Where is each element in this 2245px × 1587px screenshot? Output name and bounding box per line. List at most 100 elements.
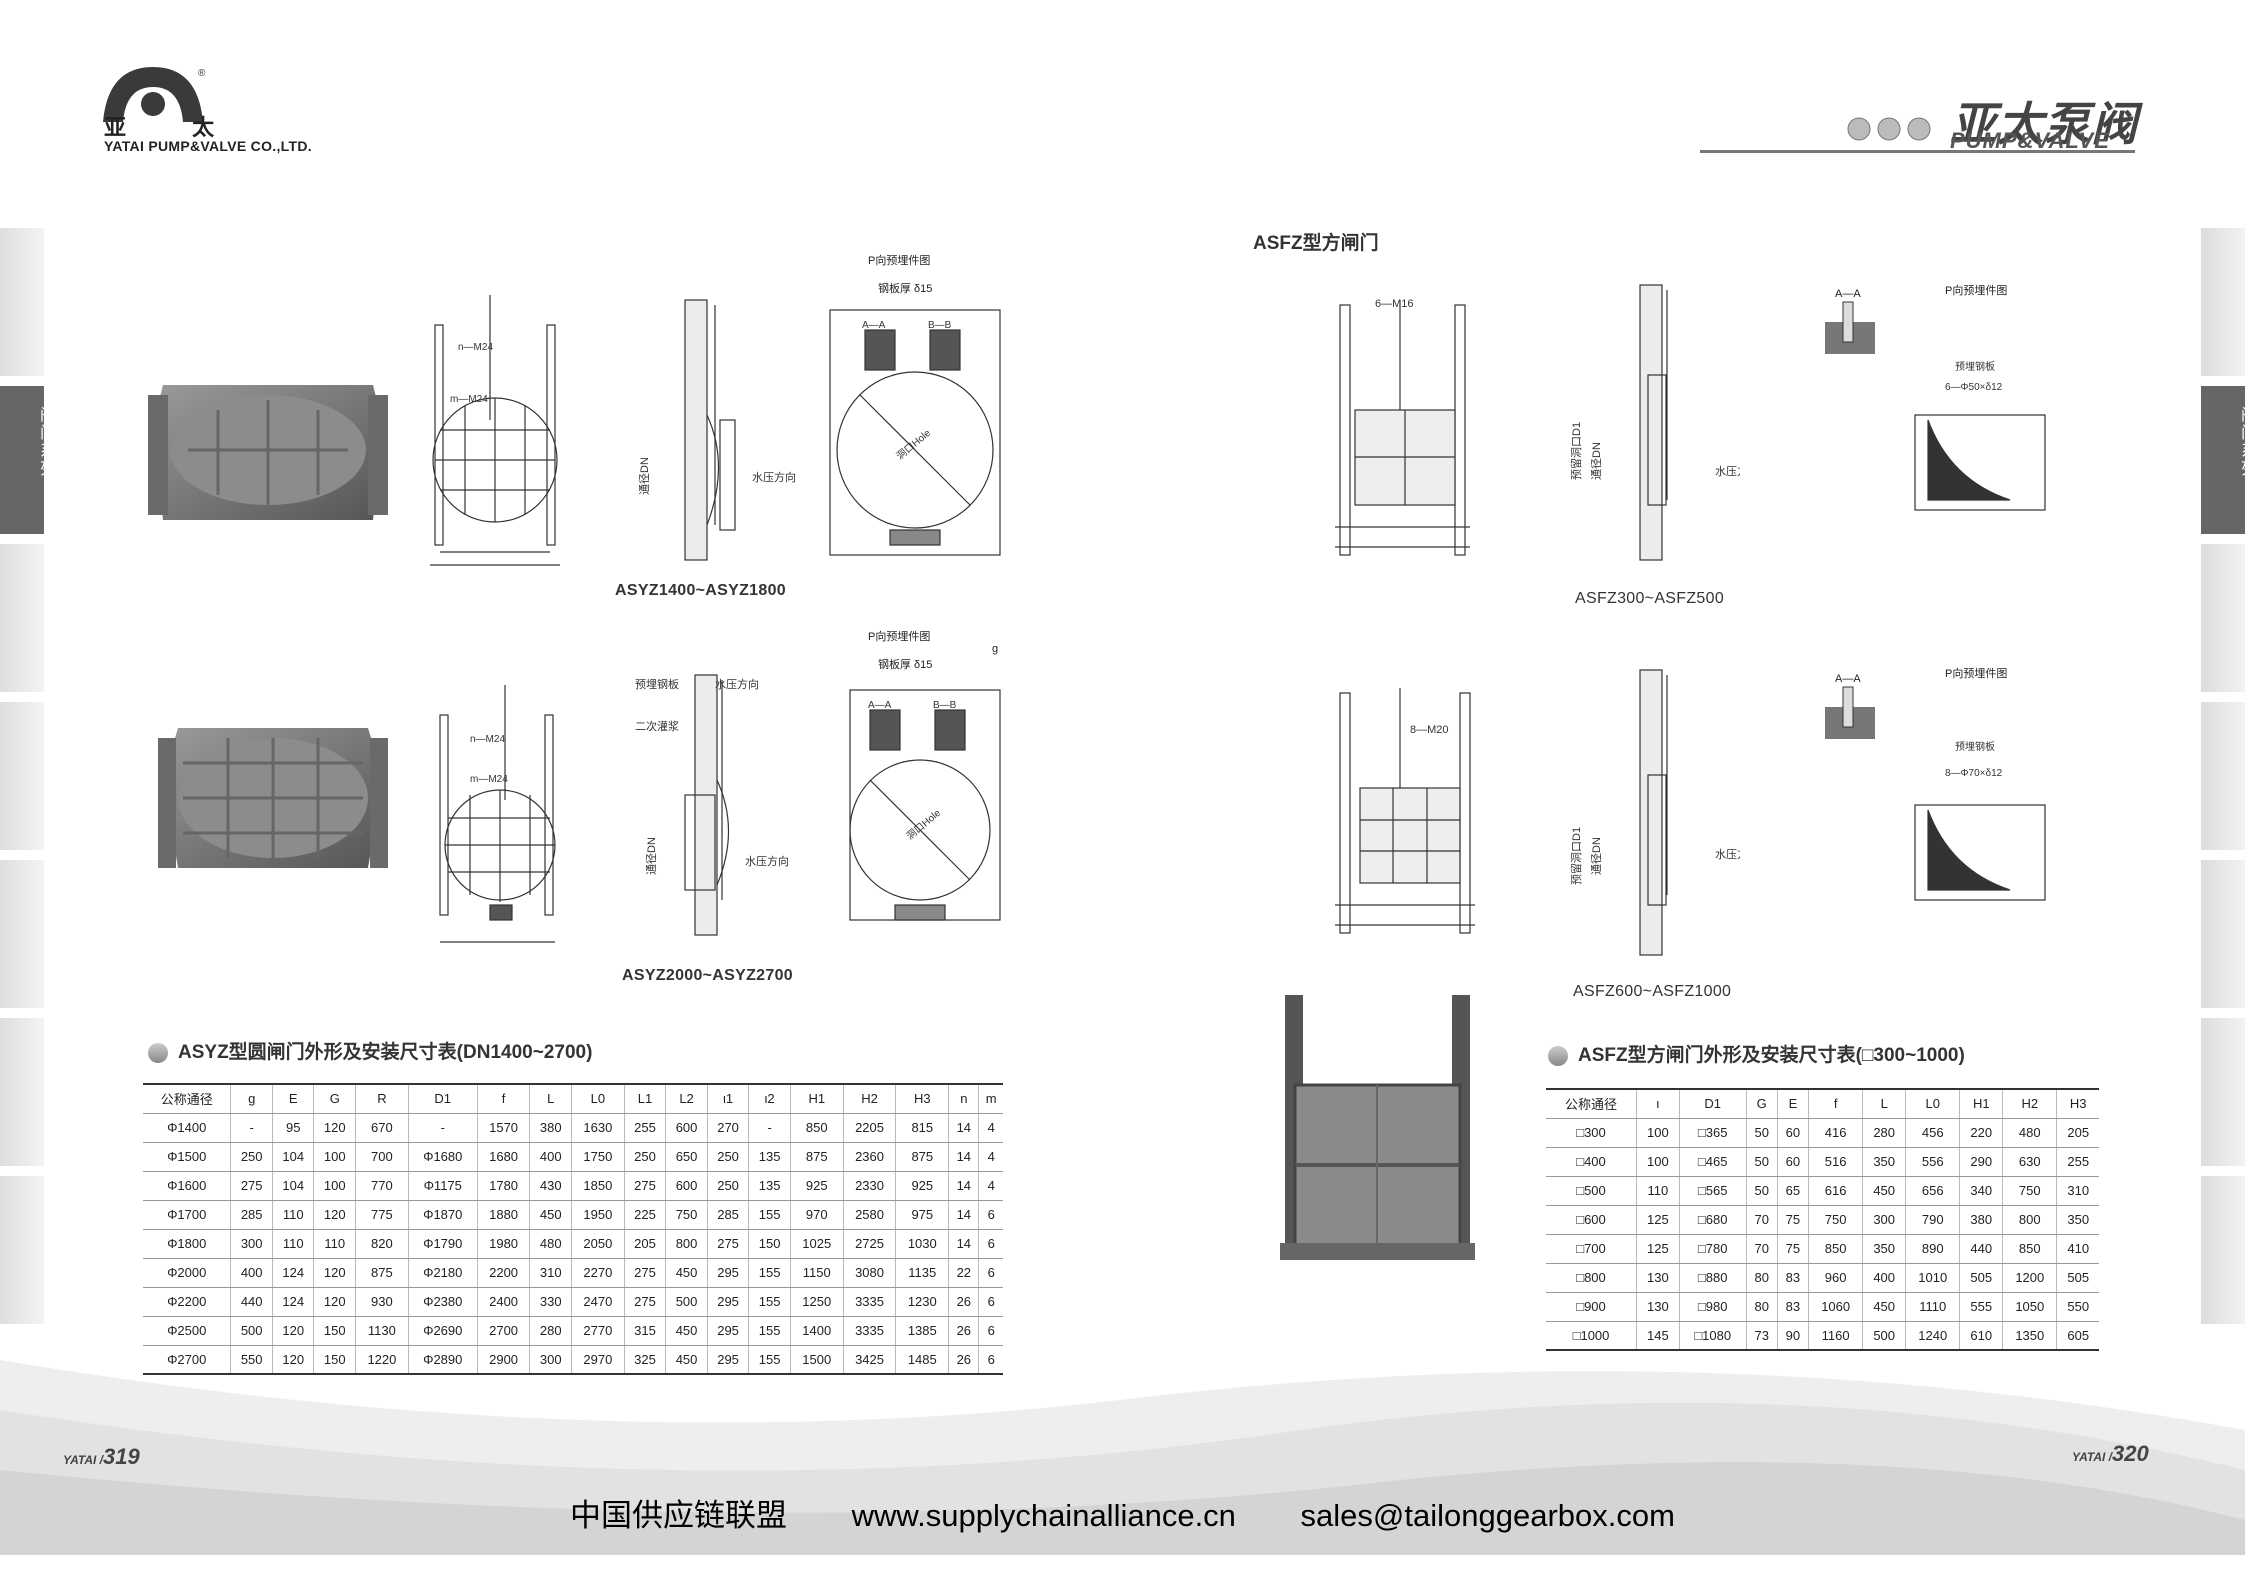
table-cell: 300 [230,1229,273,1259]
logo-text-cn: 亚 太 [104,115,245,140]
table-cell: 440 [1959,1234,2003,1264]
table-cell: 1385 [895,1316,949,1346]
table-cell: 1980 [476,1229,530,1259]
table-cell: 205 [2056,1118,2099,1148]
table-cell: 430 [529,1171,572,1201]
table-cell: 73 [1745,1321,1778,1351]
table-cell: 450 [529,1200,572,1230]
round-gate-photo-2 [158,728,388,868]
table-header-cell: 公称通径 [1546,1088,1637,1119]
table-cell: 555 [1959,1292,2003,1322]
table-cell: Φ2690 [407,1316,478,1346]
table-cell: 4 [978,1113,1003,1143]
table-cell: 295 [706,1316,749,1346]
table-cell: 26 [948,1345,979,1375]
table-cell: 925 [895,1171,949,1201]
table-cell: 14 [948,1142,979,1172]
svg-text:n—M24: n—M24 [470,734,505,745]
table-cell: 850 [1807,1234,1863,1264]
table-cell: 275 [623,1258,666,1288]
table-cell: 255 [623,1113,666,1143]
drawing-caption-asyz1400: ASYZ1400~ASYZ1800 [615,582,786,599]
table-header-cell: G [1745,1088,1778,1119]
side-tab-valves[interactable]: 阀门系列 [0,386,54,534]
table-cell: 1680 [476,1142,530,1172]
table-cell: 275 [623,1287,666,1317]
table-cell: 1630 [570,1113,625,1143]
table-cell: □880 [1678,1263,1747,1293]
table-cell: 1750 [570,1142,625,1172]
side-tab-valves-right[interactable]: 阀门系列 [2201,386,2245,534]
table-cell: 1110 [1905,1292,1960,1322]
table-cell: 450 [1862,1292,1906,1322]
table-cell: 75 [1776,1234,1809,1264]
table-cell: 850 [789,1113,844,1143]
table-cell: 2200 [476,1258,530,1288]
drawing-caption-asfz300: ASFZ300~ASFZ500 [1575,590,1725,607]
svg-text:水压方向: 水压方向 [1715,847,1740,861]
table-cell: Φ1870 [407,1200,478,1230]
table-cell: □1080 [1678,1321,1747,1351]
table-cell: 500 [1862,1321,1906,1351]
table-cell: 800 [665,1229,708,1259]
svg-text:预埋钢板: 预埋钢板 [1955,360,1995,373]
svg-text:通径DN: 通径DN [1590,837,1603,875]
footer-contact: 中国供应链联盟 www.supplychainalliance.cn sales… [0,1490,2245,1535]
table-cell: 14 [948,1200,979,1230]
table-cell: □600 [1546,1205,1637,1235]
table-cell: 120 [313,1258,356,1288]
svg-text:水压方向: 水压方向 [752,470,796,484]
table-header-cell: E [1776,1088,1809,1119]
table-cell: 1950 [570,1200,625,1230]
table-cell: 4 [978,1171,1003,1201]
svg-text:预留洞口: 预留洞口 [1970,460,2010,473]
table-cell: 325 [623,1345,666,1375]
table-cell: Φ1700 [143,1200,231,1230]
table-cell: 104 [271,1142,314,1172]
footer-email[interactable]: sales@tailonggearbox.com [1300,1498,1675,1533]
table-header-cell: m [978,1083,1003,1114]
footer-url[interactable]: www.supplychainalliance.cn [851,1498,1236,1533]
table-cell: 155 [748,1316,791,1346]
table-cell: Φ1400 [143,1113,231,1143]
table-cell: 6 [978,1200,1003,1230]
table-cell: 110 [271,1200,314,1230]
svg-text:预留洞口D1: 预留洞口D1 [1570,422,1583,480]
p-view-title-1: P向预埋件图 [868,255,931,267]
table-cell: 26 [948,1287,979,1317]
table-cell: 815 [895,1113,949,1143]
table-cell: 110 [313,1229,356,1259]
svg-text:预埋钢板: 预埋钢板 [635,677,679,691]
square-gate-side-view-1: 预留洞口D1 通径DN 水压方向 [1570,284,1740,561]
table-cell: 505 [1959,1263,2003,1293]
table-cell: 125 [1636,1234,1680,1264]
table-cell: 26 [948,1316,979,1346]
table-cell: Φ1175 [407,1171,478,1201]
table-cell: 275 [623,1171,666,1201]
svg-text:洞口Hole: 洞口Hole [904,807,943,843]
table-cell: □680 [1678,1205,1747,1235]
table-cell: 1400 [789,1316,844,1346]
table-cell: 380 [1959,1205,2003,1235]
square-gate-front-view-1: 6—M16 [1335,298,1470,556]
table-cell: 220 [1959,1118,2003,1148]
table-header-cell: L [529,1083,572,1114]
aa-label-1: A—A [1835,288,1861,300]
table-cell: 340 [1959,1176,2003,1206]
table-cell: 14 [948,1113,979,1143]
table-cell: 295 [706,1287,749,1317]
table-cell: - [230,1113,273,1143]
table-cell: 150 [313,1345,356,1375]
table-cell: 4 [978,1142,1003,1172]
round-gate-front-view-2: n—M24 m—M24 [439,685,556,943]
table-cell: Φ1790 [407,1229,478,1259]
square-gate-p-view-2: 预埋钢板 8—Φ70×δ12 预留洞口 [1914,740,2046,901]
svg-text:n—M24: n—M24 [458,342,493,353]
table-cell: 80 [1745,1263,1778,1293]
